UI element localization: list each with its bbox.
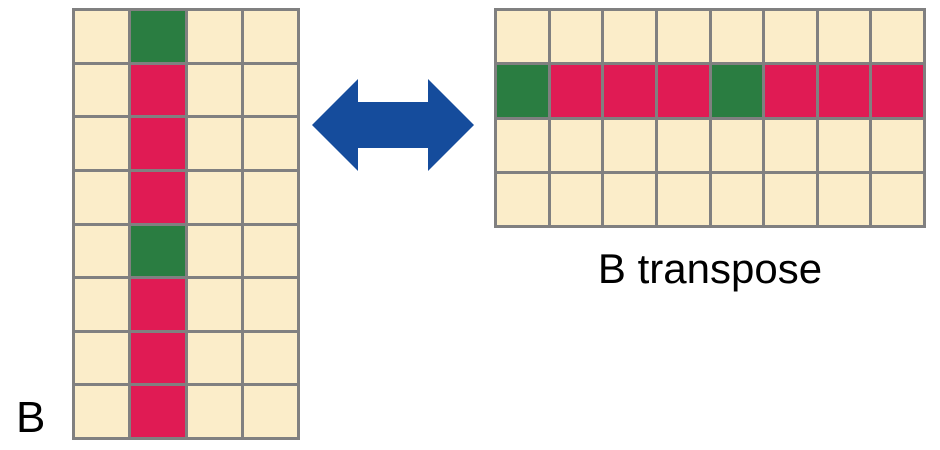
matrix-cell — [131, 332, 185, 384]
matrix-cell — [497, 11, 548, 63]
matrix-cell — [711, 173, 763, 225]
matrix-cell — [550, 11, 602, 63]
matrix-cell — [131, 64, 185, 116]
matrix-cell — [604, 119, 655, 171]
matrix-cell — [75, 171, 129, 223]
matrix-cell — [75, 11, 129, 62]
matrix-cell — [872, 11, 923, 63]
matrix-cell — [872, 65, 923, 117]
matrix-b-label: B — [16, 393, 46, 442]
matrix-cell — [243, 118, 297, 169]
matrix-cell — [75, 332, 129, 384]
matrix-cell — [75, 386, 129, 437]
matrix-cell — [187, 225, 241, 277]
matrix-cell — [497, 173, 548, 225]
matrix-cell — [187, 11, 241, 62]
matrix-cell — [243, 64, 297, 116]
matrix-cell — [131, 279, 185, 330]
matrix-cell — [187, 279, 241, 330]
matrix-cell — [75, 118, 129, 169]
matrix-cell — [765, 11, 816, 63]
matrix-cell — [187, 64, 241, 116]
matrix-cell — [765, 173, 816, 225]
matrix-cell — [765, 119, 816, 171]
matrix-cell — [550, 173, 602, 225]
matrix-cell — [550, 65, 602, 117]
matrix-cell — [75, 279, 129, 330]
matrix-b-transpose-grid — [494, 8, 926, 228]
matrix-cell — [131, 225, 185, 277]
matrix-cell — [711, 65, 763, 117]
matrix-cell — [187, 118, 241, 169]
double-headed-horizontal-arrow-icon — [312, 74, 474, 176]
matrix-cell — [657, 173, 709, 225]
matrix-cell — [243, 279, 297, 330]
matrix-cell — [818, 65, 870, 117]
matrix-cell — [657, 11, 709, 63]
matrix-cell — [550, 119, 602, 171]
matrix-cell — [75, 225, 129, 277]
matrix-cell — [187, 386, 241, 437]
matrix-cell — [818, 119, 870, 171]
matrix-cell — [657, 65, 709, 117]
matrix-cell — [243, 386, 297, 437]
matrix-cell — [872, 173, 923, 225]
matrix-cell — [765, 65, 816, 117]
matrix-cell — [243, 11, 297, 62]
matrix-cell — [872, 119, 923, 171]
matrix-cell — [243, 332, 297, 384]
matrix-cell — [711, 119, 763, 171]
matrix-cell — [604, 173, 655, 225]
matrix-b-grid — [72, 8, 300, 440]
matrix-cell — [131, 11, 185, 62]
matrix-cell — [187, 171, 241, 223]
matrix-b-transpose-label: B transpose — [597, 245, 823, 292]
matrix-cell — [243, 225, 297, 277]
matrix-cell — [604, 65, 655, 117]
matrix-cell — [497, 65, 548, 117]
matrix-cell — [711, 11, 763, 63]
matrix-cell — [657, 119, 709, 171]
matrix-cell — [131, 118, 185, 169]
matrix-cell — [243, 171, 297, 223]
matrix-cell — [604, 11, 655, 63]
matrix-cell — [131, 386, 185, 437]
matrix-cell — [187, 332, 241, 384]
matrix-cell — [131, 171, 185, 223]
matrix-cell — [75, 64, 129, 116]
matrix-cell — [497, 119, 548, 171]
matrix-cell — [818, 11, 870, 63]
matrix-cell — [818, 173, 870, 225]
